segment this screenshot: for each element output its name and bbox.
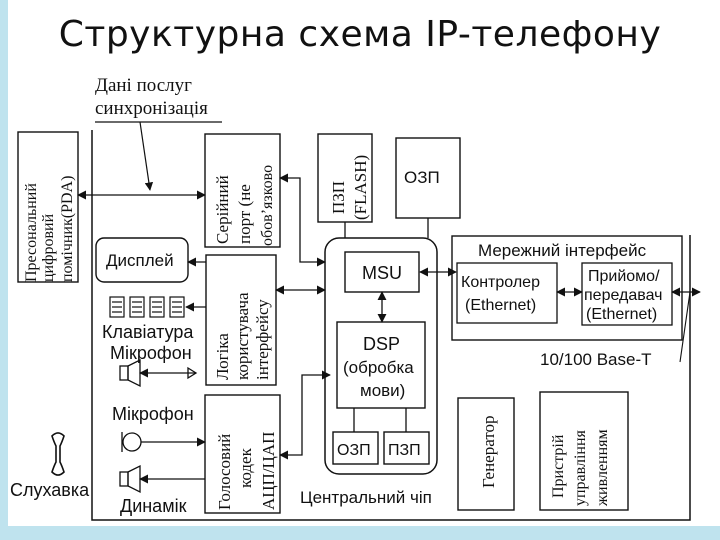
display-box: Дисплей — [95, 237, 189, 283]
base-t-label: 10/100 Base-T — [540, 350, 652, 369]
transceiver-label-1: Прийомо/ — [588, 268, 660, 285]
power-management-box: Пристрій управління живленням — [539, 391, 629, 511]
dsp-label-2: (обробка — [343, 358, 414, 377]
ui-logic-label-2: користувача — [233, 292, 252, 380]
ui-logic-label-1: Логіка — [213, 333, 232, 380]
rom-bottom-label: ПЗП — [388, 442, 421, 459]
power-label-2: управління — [572, 429, 589, 506]
speaker-label: Динамік — [120, 496, 187, 516]
dsp-box — [336, 321, 426, 409]
dsp-label-1: DSP — [363, 334, 400, 354]
data-services-label: Дані послуг — [95, 75, 192, 96]
serial-bus — [279, 173, 326, 267]
sync-label: синхронізація — [95, 98, 208, 119]
power-label-3: живленням — [594, 429, 611, 507]
speaker-icon — [119, 464, 205, 494]
codec-label-2: кодек — [236, 447, 255, 488]
speaker-icon-small — [119, 358, 198, 388]
serial-label-2: порт (не — [235, 184, 254, 244]
rom-flash-label-1: ПЗП — [329, 181, 348, 214]
codec-box: Голосовий кодек АЦП/ЦАП — [204, 394, 281, 514]
serial-port-box: Серійний порт (не обов’язково — [204, 133, 281, 248]
handset-icon — [51, 432, 65, 476]
controller-label-1: Контролер — [461, 274, 540, 291]
controller-label-2: (Ethernet) — [465, 297, 536, 314]
slide-accent-left — [0, 0, 8, 540]
serial-label-1: Серійний — [213, 175, 232, 244]
dsp-label-3: мови) — [360, 381, 405, 400]
net-interface-label: Мережний інтерфейс — [478, 241, 647, 260]
main-frame — [91, 130, 691, 521]
pda-label-3: помічник(PDA) — [59, 176, 76, 282]
microphone-icon — [121, 432, 206, 452]
slide-accent-bottom — [0, 526, 720, 540]
ui-logic-label-3: інтерфейсу — [253, 299, 272, 380]
controller-box — [456, 262, 558, 324]
generator-box: Генератор — [457, 397, 515, 511]
central-chip: MSU DSP (обробка мови) ОЗП ПЗП — [324, 237, 438, 475]
ram-top-box: ОЗП — [395, 137, 461, 219]
codec-label-1: Голосовий — [215, 434, 234, 510]
sync-arrow — [139, 121, 154, 191]
ram-bottom-box — [332, 431, 379, 465]
ram-top-label: ОЗП — [404, 168, 440, 187]
pda-label-1: Пресональний — [23, 183, 40, 282]
power-label-1: Пристрій — [550, 434, 567, 498]
generator-label: Генератор — [479, 415, 498, 488]
central-chip-label: Центральний чіп — [300, 488, 432, 507]
network-interface-box: Мережний інтерфейс Контролер (Ethernet) … — [451, 235, 683, 341]
ui-logic-box: Логіка користувача інтерфейсу — [205, 254, 277, 386]
display-label: Дисплей — [106, 251, 174, 270]
microphone-top-label: Мікрофон — [110, 343, 192, 363]
serial-label-3: обов’язково — [259, 165, 276, 246]
pda-label-2: цифровий — [40, 213, 57, 282]
codec-label-3: АЦП/ЦАП — [259, 432, 278, 510]
handset-label: Слухавка — [10, 480, 90, 500]
transceiver-label-2: передавач — [584, 287, 662, 304]
transceiver-label-3: (Ethernet) — [586, 306, 657, 323]
ram-bottom-label: ОЗП — [337, 442, 371, 459]
rom-flash-label-2: (FLASH) — [351, 155, 370, 220]
codec-bus — [279, 370, 331, 460]
msu-label: MSU — [362, 263, 402, 283]
rom-bottom-box — [383, 431, 430, 465]
keyboard-icon — [109, 296, 185, 318]
base-t-pointer — [679, 291, 691, 363]
microphone-label: Мікрофон — [112, 404, 194, 424]
rom-flash-box: ПЗП (FLASH) — [317, 133, 373, 223]
slide-title: Структурна схема IP-телефону — [58, 14, 662, 55]
pda-box: Пресональний цифровий помічник(PDA) — [17, 131, 79, 283]
keyboard-label: Клавіатура — [102, 322, 194, 342]
